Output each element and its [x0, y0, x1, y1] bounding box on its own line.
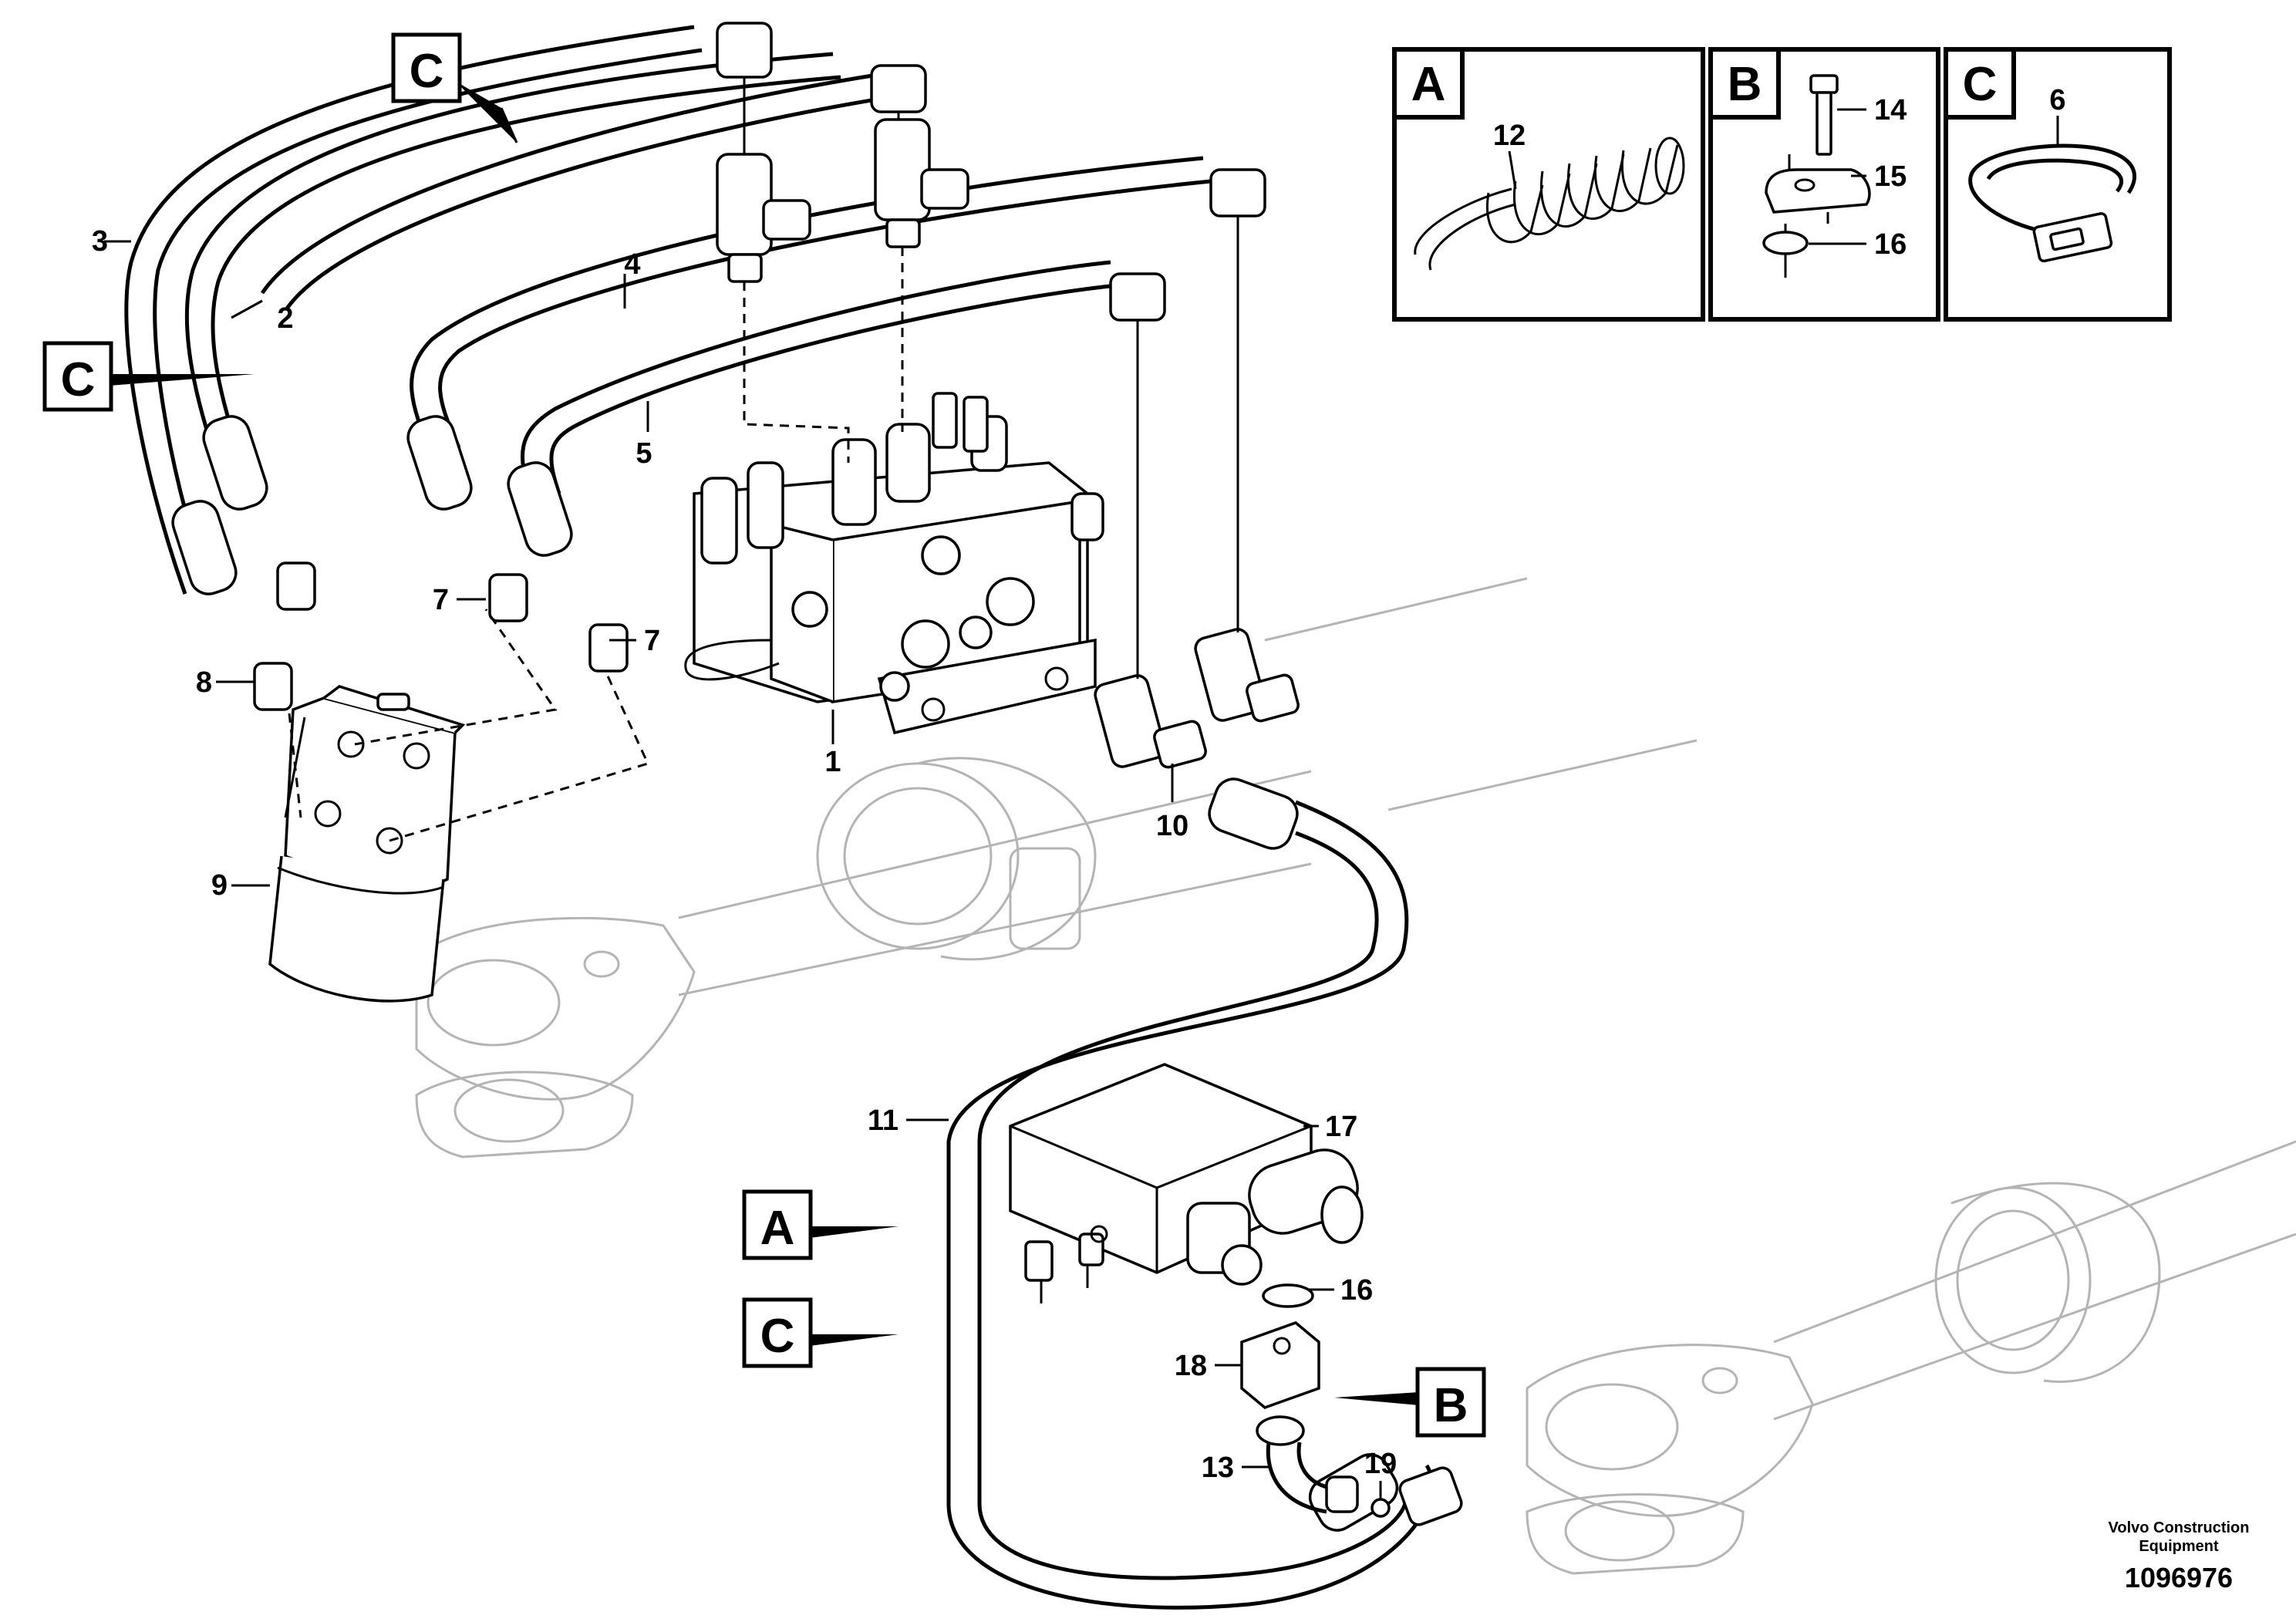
callout-12: 12 [1493, 120, 1526, 152]
figure-number: 1096976 [2125, 1562, 2233, 1593]
o-ring-16 [1262, 1283, 1314, 1308]
callout-labels: 1 2 3 4 5 6 7 7 8 9 10 11 12 13 14 15 16… [92, 84, 2066, 1484]
company-line-1: Volvo Construction [2109, 1519, 2250, 1536]
svg-text:C: C [410, 45, 444, 98]
hoses [124, 25, 1434, 1610]
axle-background [415, 577, 2296, 1575]
inset-panel-a: A [1392, 47, 1705, 322]
footer: Volvo Construction Equipment 1096976 [2109, 1519, 2250, 1593]
adapters [253, 561, 629, 711]
callout-6: 6 [2049, 84, 2065, 116]
detail-ref-a-mid: A [742, 1189, 813, 1260]
callout-10: 10 [1156, 810, 1188, 842]
callout-17: 17 [1325, 1111, 1357, 1143]
coil-spring-guard-12 [1414, 137, 1685, 271]
callout-1: 1 [824, 746, 841, 778]
hose-clamp-6 [1968, 143, 2136, 263]
svg-text:A: A [760, 1202, 795, 1255]
callout-3: 3 [92, 225, 108, 258]
tee-fittings [716, 118, 1300, 769]
hose-end-fittings [171, 22, 1463, 1532]
detail-ref-c-top: C [391, 32, 462, 103]
callout-16a: 16 [1874, 228, 1907, 261]
callout-11: 11 [868, 1104, 899, 1137]
callout-14: 14 [1874, 94, 1907, 126]
detail-reference-arrows [110, 81, 1419, 1405]
callout-2: 2 [277, 302, 293, 335]
detail-ref-c-left: C [42, 341, 113, 412]
inset-panel-b: B [1708, 47, 1940, 322]
leader-lines [104, 240, 1382, 1500]
elbow-13 [1256, 1415, 1391, 1518]
svg-text:C: C [61, 353, 96, 406]
bolt-14 [1809, 74, 1839, 156]
callout-16b: 16 [1340, 1274, 1373, 1307]
washer-16 [1762, 224, 1809, 278]
callout-7a: 7 [433, 584, 449, 616]
callout-18: 18 [1175, 1350, 1207, 1382]
callout-15: 15 [1874, 160, 1907, 193]
svg-text:C: C [1963, 58, 1998, 111]
inset-panel-c: C [1944, 47, 2172, 322]
detail-ref-b-mid: B [1415, 1367, 1486, 1438]
adapter-block-18 [1240, 1321, 1320, 1409]
callout-8: 8 [196, 666, 212, 699]
callout-13: 13 [1202, 1452, 1234, 1484]
steering-unit [268, 685, 466, 1003]
detail-ref-c-mid: C [742, 1297, 813, 1368]
secondary-valve [1009, 1063, 1364, 1303]
svg-text:C: C [760, 1310, 795, 1363]
svg-text:A: A [1411, 58, 1446, 111]
clamp-15 [1765, 154, 1871, 224]
valve-block [684, 392, 1104, 735]
company-line-2: Equipment [2139, 1538, 2219, 1555]
callout-7b: 7 [644, 625, 660, 657]
callout-9: 9 [211, 869, 228, 902]
callout-5: 5 [636, 437, 652, 470]
callout-4: 4 [624, 248, 640, 281]
svg-text:B: B [1434, 1379, 1468, 1432]
svg-text:B: B [1728, 58, 1762, 111]
callout-19: 19 [1364, 1448, 1397, 1480]
